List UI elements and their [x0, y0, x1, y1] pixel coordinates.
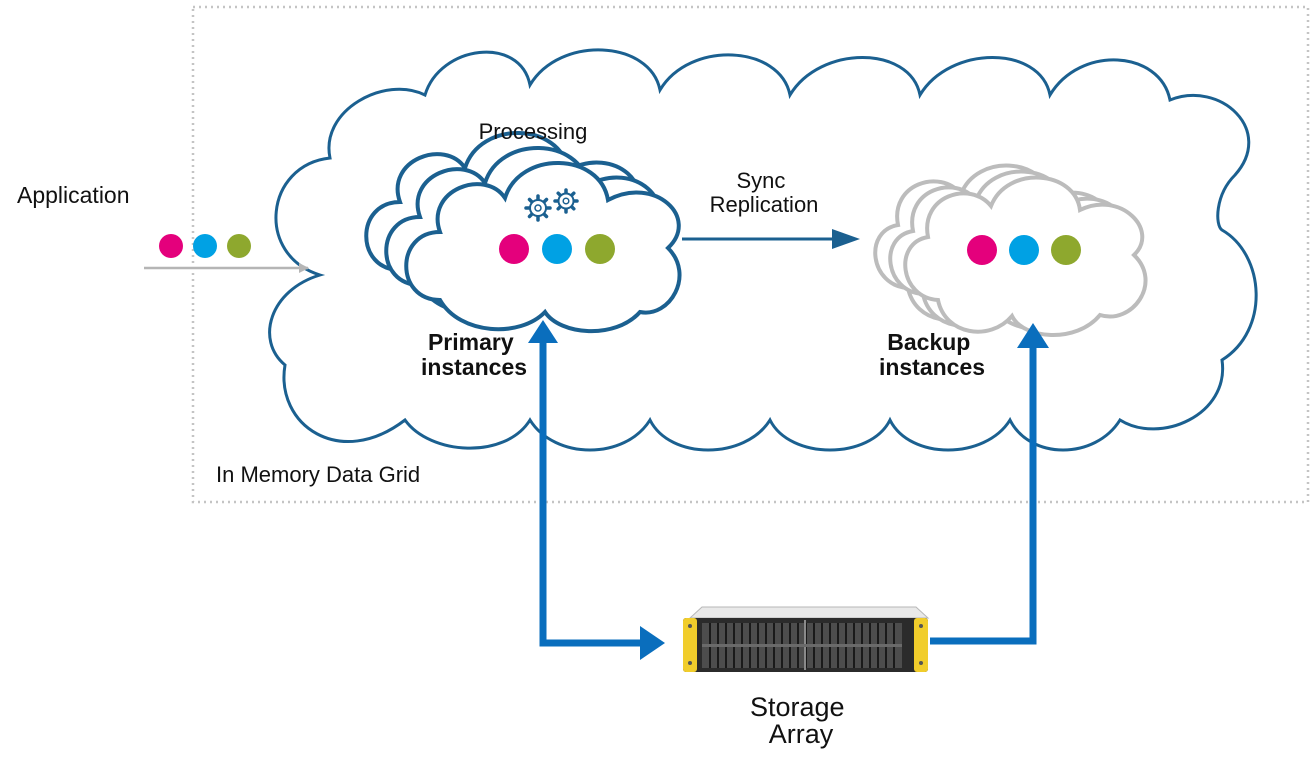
data-dot-blue: [542, 234, 572, 264]
sync-replication-label: Sync Replication: [710, 168, 819, 217]
backup-data-dots: [967, 235, 1081, 265]
sync-replication-arrowhead: [832, 229, 860, 249]
data-dot-magenta: [967, 235, 997, 265]
data-dot-magenta: [159, 234, 183, 258]
backup-storage-arrowhead-up: [1017, 323, 1049, 348]
data-dot-magenta: [499, 234, 529, 264]
application-label: Application: [17, 182, 130, 208]
gear-icon: [524, 194, 552, 222]
primary-storage-link: [539, 338, 640, 647]
grid-boundary: [191, 5, 1310, 504]
primary-storage-arrowhead-up: [528, 320, 558, 343]
storage-array-icon: [683, 606, 930, 672]
storage-array-label: Storage Array: [750, 692, 852, 749]
grid-label: In Memory Data Grid: [216, 462, 420, 487]
backup-instances-label: Backup instances: [879, 329, 985, 380]
primary-storage-arrowhead-right: [640, 626, 665, 660]
data-dot-green: [585, 234, 615, 264]
data-dot-blue: [193, 234, 217, 258]
data-dot-green: [227, 234, 251, 258]
primary-data-dots: [499, 234, 615, 264]
processing-label: Processing: [479, 119, 588, 144]
data-dot-blue: [1009, 235, 1039, 265]
backup-storage-link: [930, 342, 1037, 645]
primary-instances-label: Primary instances: [421, 329, 527, 380]
incoming-data-dots: [159, 234, 251, 258]
gear-icon: [553, 188, 579, 214]
data-dot-green: [1051, 235, 1081, 265]
